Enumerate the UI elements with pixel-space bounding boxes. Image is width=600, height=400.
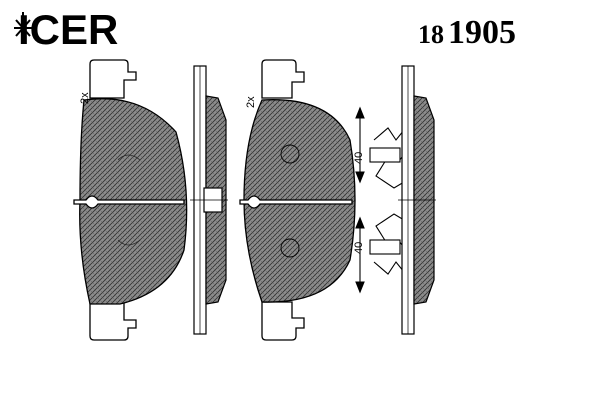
center-pad-lower-sensor [280, 238, 300, 258]
left-pad-bottom-tab [89, 301, 137, 341]
center-pad-top-tab [261, 59, 305, 99]
icer-logo: ICER [14, 6, 118, 50]
center-pad-bottom-tab [261, 301, 305, 341]
center-pad-front-view [239, 59, 356, 341]
upper-dimension-label: 40 [353, 152, 365, 164]
center-quantity-label: 2x [245, 96, 257, 108]
left-pad-wear-indicator [117, 154, 141, 246]
left-pad-top-tab [89, 59, 137, 99]
center-pad-upper-sensor [280, 144, 300, 164]
left-quantity-label: 2x [79, 92, 91, 104]
left-pad-front-view [73, 59, 188, 341]
brand-name: ICER [18, 6, 118, 50]
spring-clip-assembly [355, 106, 409, 294]
left-pad-side-view [190, 65, 228, 335]
lower-clip-body [369, 239, 401, 255]
upper-clip-body [369, 147, 401, 163]
lower-dimension-label: 40 [353, 242, 365, 254]
part-series: 18 [418, 20, 444, 49]
left-pad-center-slot [73, 195, 185, 209]
part-number: 18 1905 [418, 14, 516, 52]
logo-sparkle-icon [14, 12, 32, 44]
right-pad-side-view [398, 65, 436, 335]
part-code: 1905 [448, 14, 516, 51]
center-pad-center-slot [239, 195, 353, 209]
